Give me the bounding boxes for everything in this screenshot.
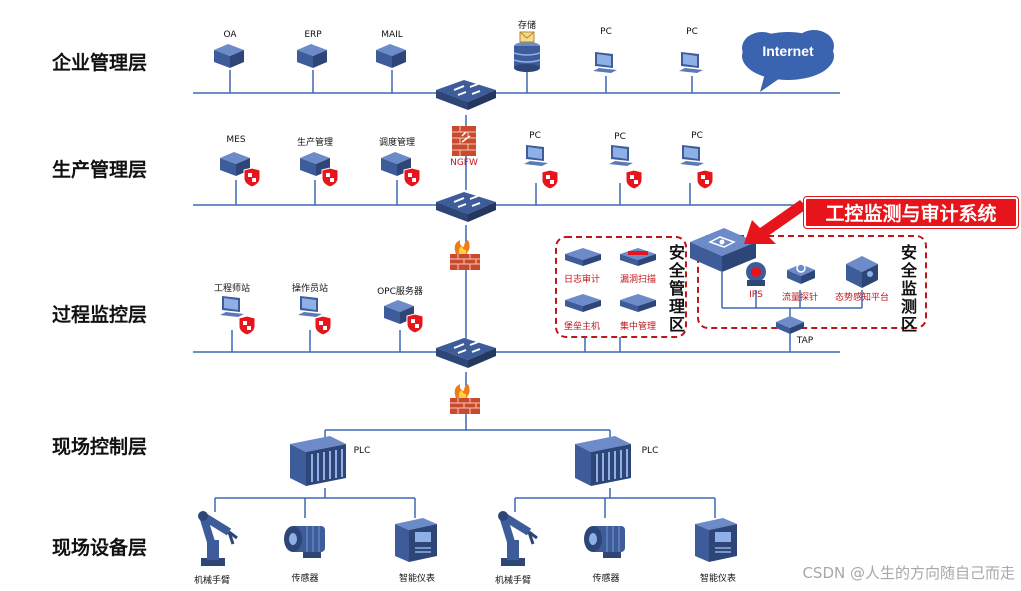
- pc-icon: [524, 145, 548, 166]
- label-vuln-scan: 漏洞扫描: [619, 275, 657, 285]
- label-sensor: 传感器: [291, 574, 319, 584]
- monitor-audit-system-callout: 工控监测与审计系统: [803, 196, 1019, 229]
- label-prod-mgmt: 生产管理: [296, 138, 334, 148]
- pc-icon: [680, 145, 704, 166]
- firewall-icon: [449, 239, 481, 271]
- traffic-probe-icon: [787, 263, 815, 284]
- storage-icon: [513, 31, 541, 72]
- label-operator-station: 操作员站: [291, 284, 329, 294]
- security-shield-icon: [321, 167, 339, 188]
- label-ngfw: NGFW: [450, 158, 478, 168]
- erp-server-icon: [297, 44, 327, 68]
- internet-label: Internet: [762, 43, 814, 59]
- label-tap: TAP: [796, 336, 814, 346]
- vuln-scan-icon: [620, 248, 656, 266]
- security-shield-icon: [243, 167, 261, 188]
- oa-server-icon: [214, 44, 244, 68]
- security-shield-icon: [541, 169, 559, 190]
- label-log-audit: 日志审计: [563, 275, 601, 285]
- label-central-mgmt: 集中管理: [619, 322, 657, 332]
- layer-process: 过程监控层: [52, 304, 148, 326]
- sensor-right-icon: [583, 525, 626, 559]
- label-pc: PC: [529, 131, 541, 141]
- security-shield-icon: [314, 315, 332, 336]
- security-mgmt-zone-title: 安全管理区: [668, 243, 685, 334]
- layer-enterprise: 企业管理层: [52, 52, 148, 74]
- sensor-left-icon: [283, 525, 326, 559]
- callout-arrow-icon: [744, 200, 808, 244]
- layer-production: 生产管理层: [52, 159, 148, 181]
- label-oa: OA: [223, 30, 237, 40]
- production-switch-icon: [435, 191, 497, 223]
- label-pc: PC: [686, 27, 698, 37]
- robot-arm-left-icon: [198, 511, 237, 566]
- situation-platform-icon: [846, 256, 878, 288]
- layer-field-device: 现场设备层: [52, 537, 148, 559]
- security-monitor-zone-title: 安全监测区: [900, 243, 917, 334]
- internet-cloud-icon: [742, 30, 834, 92]
- pc-icon: [609, 145, 633, 166]
- pc-icon: [593, 52, 617, 73]
- label-smart-meter: 智能仪表: [699, 574, 737, 584]
- label-erp: ERP: [304, 30, 322, 40]
- security-monitor-zone-border: [697, 235, 927, 329]
- label-mes: MES: [226, 135, 246, 145]
- label-bastion-host: 堡垒主机: [563, 322, 601, 332]
- label-pc: PC: [614, 132, 626, 142]
- plc-right-icon: [574, 435, 632, 487]
- security-shield-icon: [403, 167, 421, 188]
- ngfw-icon: [452, 126, 476, 156]
- process-switch-icon: [435, 337, 497, 369]
- engineer-station-icon: [220, 296, 244, 317]
- label-robot-arm: 机械手臂: [494, 576, 532, 586]
- label-sensor: 传感器: [592, 574, 620, 584]
- bastion-host-icon: [565, 294, 601, 312]
- firewall-icon: [449, 383, 481, 415]
- plc-left-icon: [289, 435, 347, 487]
- label-mail: MAIL: [381, 30, 403, 40]
- label-ips: IPS: [749, 290, 763, 300]
- security-mgmt-zone-border: [555, 236, 687, 338]
- security-shield-icon: [696, 169, 714, 190]
- smart-meter-left-icon: [394, 517, 438, 563]
- label-pc: PC: [600, 27, 612, 37]
- security-shield-icon: [406, 313, 424, 334]
- label-storage: 存储: [517, 21, 537, 31]
- monitor-audit-device-icon: [690, 228, 756, 272]
- security-shield-icon: [238, 315, 256, 336]
- log-audit-icon: [565, 248, 601, 266]
- pc-icon: [679, 52, 703, 73]
- label-plc-right: PLC: [641, 446, 659, 456]
- watermark: CSDN @人生的方向随自己而走: [802, 564, 1015, 582]
- central-mgmt-icon: [620, 294, 656, 312]
- label-engineer-station: 工程师站: [213, 284, 251, 294]
- label-plc-left: PLC: [353, 446, 371, 456]
- label-pc: PC: [691, 131, 703, 141]
- label-traffic-probe: 流量探针: [781, 293, 819, 303]
- label-situation-platform: 态势感知平台: [834, 293, 890, 303]
- mail-server-icon: [376, 44, 406, 68]
- label-opc-server: OPC服务器: [377, 287, 423, 297]
- ips-icon: [746, 262, 766, 286]
- robot-arm-right-icon: [498, 511, 537, 566]
- layer-field-control: 现场控制层: [52, 436, 148, 458]
- smart-meter-right-icon: [694, 517, 738, 563]
- bus-lines: [193, 70, 863, 518]
- core-switch-icon: [435, 79, 497, 111]
- label-robot-arm: 机械手臂: [193, 576, 231, 586]
- label-dispatch: 调度管理: [378, 138, 416, 148]
- label-smart-meter: 智能仪表: [398, 574, 436, 584]
- operator-station-icon: [298, 296, 322, 317]
- tap-icon: [776, 316, 804, 334]
- security-shield-icon: [625, 169, 643, 190]
